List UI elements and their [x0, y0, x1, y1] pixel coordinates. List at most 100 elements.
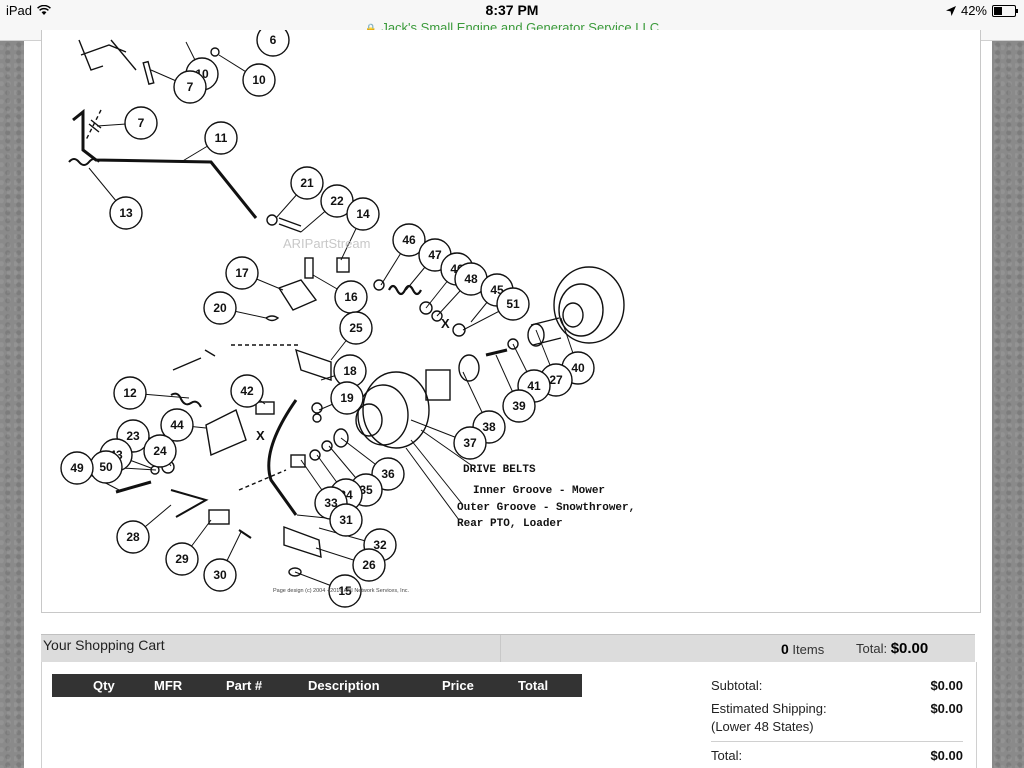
callout-number: 24 — [153, 444, 167, 458]
callout-circle — [143, 434, 177, 468]
parts-artwork — [68, 39, 625, 577]
collar-35 — [333, 428, 349, 448]
spring-47 — [388, 284, 422, 296]
nut-51 — [452, 323, 466, 337]
callout-number: 37 — [463, 436, 477, 450]
callout-circle — [230, 374, 264, 408]
note-drive-belts: DRIVE BELTS — [463, 464, 536, 476]
pin-30 — [238, 529, 252, 539]
callout-circle — [225, 256, 259, 290]
belt-note-leaders — [405, 429, 472, 521]
callout-number: 25 — [349, 321, 363, 335]
callout-circle — [116, 520, 150, 554]
washer-34 — [321, 440, 333, 452]
callout-number: 14 — [356, 207, 370, 221]
battery-icon — [992, 4, 1018, 17]
callout-number: 38 — [482, 420, 496, 434]
block-14 — [336, 257, 350, 273]
battery-percent: 42% — [960, 3, 987, 18]
total-value: $0.00 — [930, 748, 963, 763]
callout-number: 50 — [99, 460, 113, 474]
pulley-37-hub — [355, 403, 383, 437]
nut-top — [210, 47, 220, 57]
callout-number: 46 — [402, 233, 416, 247]
washer-41 — [507, 338, 519, 350]
callout-circle — [352, 548, 386, 582]
col-total: Total — [518, 678, 549, 693]
pin-7 — [88, 119, 102, 133]
subtotal-value: $0.00 — [930, 678, 963, 693]
callout-circle — [173, 70, 207, 104]
callout-number: 16 — [344, 290, 358, 304]
callout-number: 19 — [340, 391, 354, 405]
nut-21 — [266, 214, 278, 226]
diagram-footer: Page design (c) 2004 - 2016 ARI Network … — [273, 588, 410, 594]
x-mark-right: X — [441, 316, 450, 331]
bracket-17 — [277, 279, 318, 311]
callout-number: 32 — [373, 538, 387, 552]
bushing-33 — [290, 454, 306, 468]
summary-divider — [711, 741, 963, 742]
callout-number: 22 — [330, 194, 344, 208]
callout-number: 44 — [170, 418, 184, 432]
clock: 8:37 PM — [485, 2, 539, 18]
spring-28 — [170, 489, 209, 518]
pulley-37-groove — [357, 384, 409, 446]
watermark: ARIPartStream — [283, 236, 370, 251]
callout-number: 30 — [213, 568, 227, 582]
note-inner-groove: Inner Groove - Mower — [473, 485, 605, 497]
bolt-39 — [485, 348, 508, 357]
cart-header-total: Total: $0.00 — [856, 640, 929, 657]
note-rear-pto: Rear PTO, Loader — [457, 518, 563, 530]
callout-number: 42 — [240, 384, 254, 398]
callout-number: 15 — [338, 584, 352, 598]
cart-header-divider — [500, 635, 501, 663]
callout-circle — [329, 503, 363, 537]
callout-number: 11 — [215, 131, 228, 145]
shipping-value: $0.00 — [930, 701, 963, 716]
callout-number: 49 — [70, 461, 84, 475]
cart-table-header: Qty MFR Part # Description Price Total — [52, 674, 582, 697]
bearing-38 — [425, 369, 451, 401]
total-label: Total: — [711, 748, 743, 763]
washer-33 — [309, 449, 321, 461]
callout-circle — [502, 389, 536, 423]
washer-46 — [373, 279, 385, 291]
callout-circle — [160, 408, 194, 442]
callout-circle — [346, 197, 380, 231]
pin-top — [142, 60, 155, 86]
callout-circle — [113, 376, 147, 410]
callout-circle — [203, 291, 237, 325]
callout-circle — [203, 558, 237, 592]
pin-16 — [304, 257, 314, 279]
shipping-label: Estimated Shipping: — [711, 701, 827, 716]
cart-title: Your Shopping Cart — [43, 637, 165, 653]
lock-icon: 🔒 — [365, 24, 377, 35]
callout-circle — [60, 451, 94, 485]
bracket-44 — [205, 409, 247, 456]
callout-circle — [109, 196, 143, 230]
spring-12 — [170, 392, 202, 408]
callout-number: 7 — [187, 80, 194, 94]
callout-number: 47 — [428, 248, 442, 262]
cart-items-count: 0 Items — [781, 641, 825, 657]
shipping-region: (Lower 48 States) — [711, 719, 814, 734]
callout-number: 29 — [175, 552, 189, 566]
note-outer-groove: Outer Groove - Snowthrower, — [457, 502, 635, 514]
col-part-number: Part # — [226, 678, 263, 693]
callout-circle — [242, 63, 276, 97]
callout-circle — [290, 166, 324, 200]
x-mark-left: X — [256, 428, 265, 443]
callout-number: 40 — [571, 361, 585, 375]
callout-number: 51 — [506, 297, 520, 311]
callout-number: 18 — [343, 364, 357, 378]
callout-circle — [339, 311, 373, 345]
battery-fill — [994, 6, 1003, 15]
pulley-37 — [362, 371, 430, 449]
callout-number: 26 — [362, 558, 376, 572]
callout-number: 13 — [119, 206, 133, 220]
bushing-42 — [255, 401, 275, 415]
callout-circle — [256, 30, 290, 57]
